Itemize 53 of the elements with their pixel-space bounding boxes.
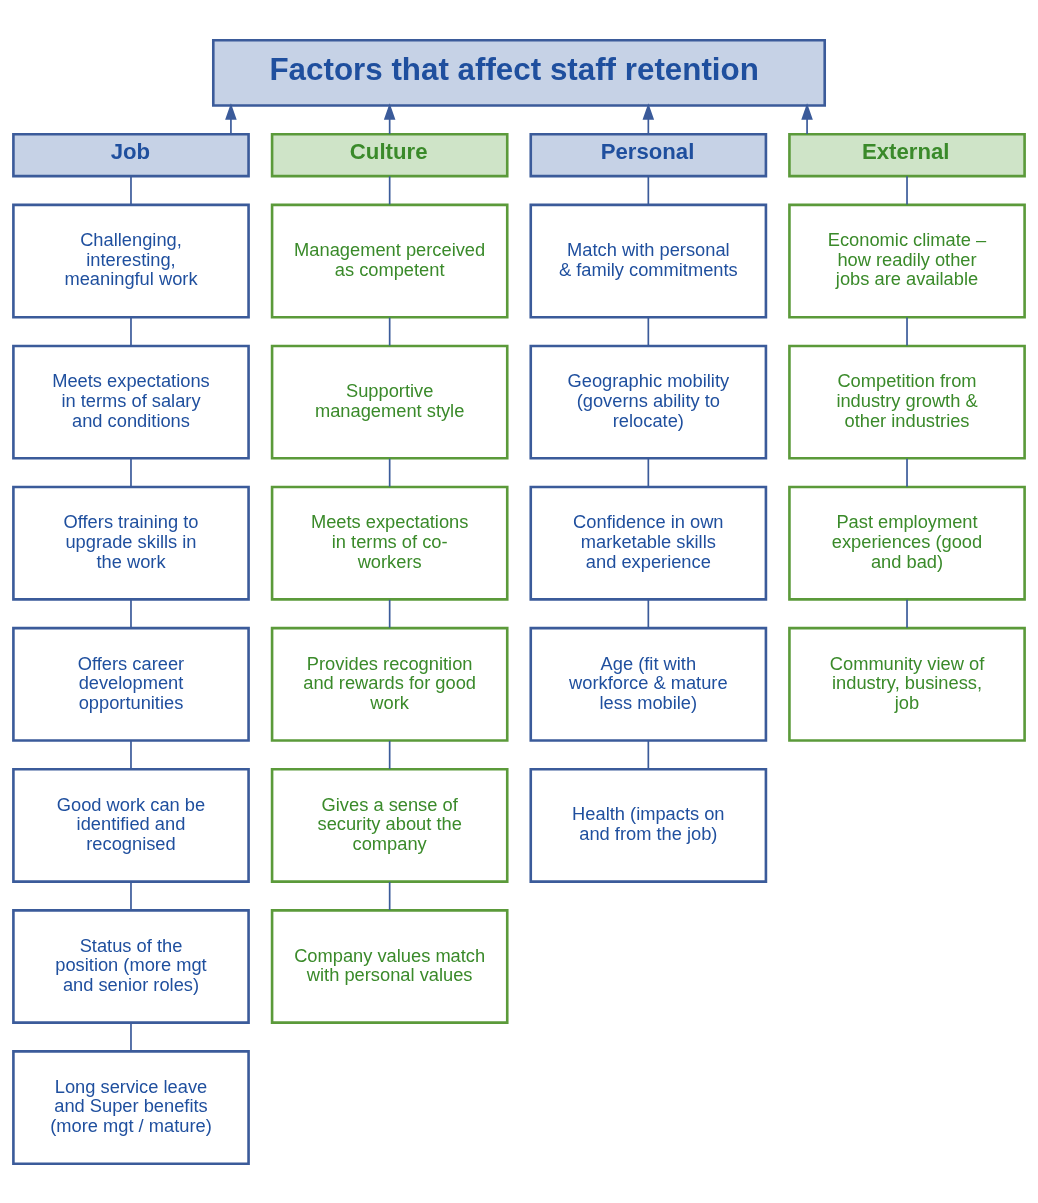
node-box: Job bbox=[12, 132, 250, 177]
node-box: Factors that affect staff retention bbox=[212, 38, 826, 107]
node-box: Meets expectations in terms of salary and conditions bbox=[12, 344, 250, 460]
connector bbox=[388, 880, 391, 911]
connector bbox=[130, 316, 132, 346]
connector bbox=[388, 598, 391, 629]
connector bbox=[647, 739, 650, 770]
node-box: Offers career development opportunities bbox=[12, 626, 250, 742]
node-box: Economic climate – how readily other jobs are available bbox=[788, 203, 1026, 318]
node-box: Age (fit with workforce & mature less mobile) bbox=[529, 626, 768, 742]
connector bbox=[130, 1021, 132, 1052]
arrow bbox=[642, 102, 655, 135]
node-box: Match with personal & family commitments bbox=[529, 203, 768, 318]
connector bbox=[647, 598, 650, 629]
node-box: Provides recognition and rewards for good work bbox=[270, 626, 509, 742]
node-box: Competition from industry growth & other industries bbox=[788, 344, 1026, 460]
node-box: Meets expectations in terms of co-workers bbox=[270, 485, 509, 601]
connector bbox=[906, 598, 908, 629]
connector bbox=[906, 174, 908, 205]
connector bbox=[906, 316, 908, 346]
node-box: Management perceived as competent bbox=[270, 203, 509, 318]
node-box: Community view of industry, business, job bbox=[788, 626, 1026, 742]
connector bbox=[130, 457, 132, 487]
connector bbox=[130, 174, 132, 205]
node-box: Health (impacts on and from the job) bbox=[529, 767, 768, 883]
arrow bbox=[383, 102, 396, 135]
node-box: Challenging, interesting, meaningful work bbox=[12, 203, 250, 318]
node-box: Supportive management style bbox=[270, 344, 509, 460]
arrow bbox=[225, 102, 237, 135]
node-box: Geographic mobility (governs ability to relocate) bbox=[529, 344, 768, 460]
connector bbox=[388, 739, 391, 770]
node-box: Offers training to upgrade skills in the work bbox=[12, 485, 250, 601]
node-box: Gives a sense of security about the company bbox=[270, 767, 509, 883]
node-box: Long service leave and Super benefits (more mgt / mature) bbox=[12, 1049, 250, 1165]
node-box: Status of the position (more mgt and senior roles) bbox=[12, 908, 250, 1024]
connector bbox=[647, 457, 650, 487]
connector bbox=[906, 457, 908, 487]
connector bbox=[388, 457, 391, 487]
node-box: Culture bbox=[270, 132, 509, 177]
connector bbox=[130, 880, 132, 911]
node-box: Personal bbox=[529, 132, 768, 177]
connector bbox=[130, 598, 132, 629]
node-box: Good work can be identified and recognised bbox=[12, 767, 250, 883]
connector bbox=[388, 174, 391, 205]
connector bbox=[388, 316, 391, 346]
arrow bbox=[801, 102, 813, 135]
connector bbox=[647, 174, 650, 205]
connector bbox=[130, 739, 132, 770]
node-box: Confidence in own marketable skills and experience bbox=[529, 485, 768, 601]
connector bbox=[647, 316, 650, 346]
node-box: Past employment experiences (good and bad) bbox=[788, 485, 1026, 601]
node-box: External bbox=[788, 132, 1026, 177]
node-box: Company values match with personal values bbox=[270, 908, 509, 1024]
